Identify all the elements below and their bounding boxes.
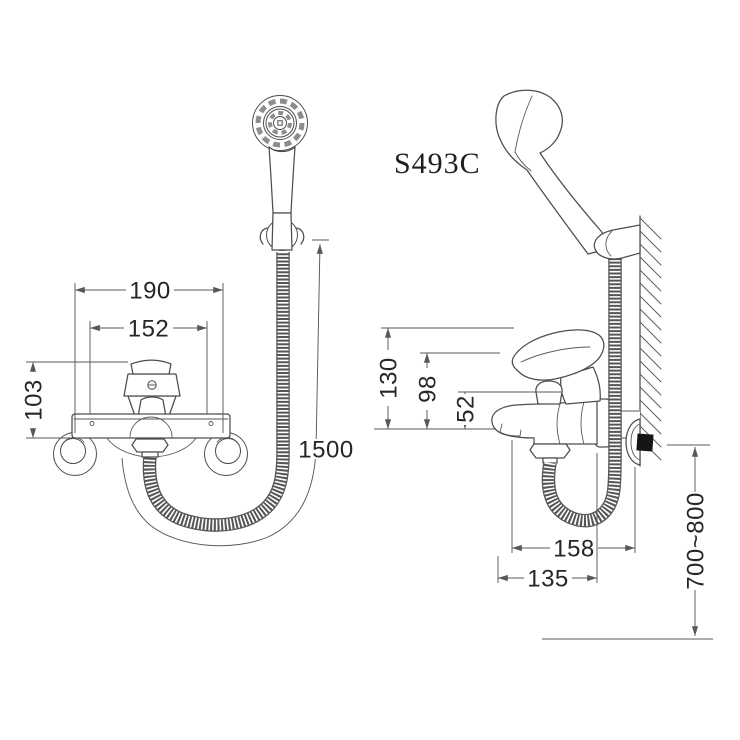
dim-label-52: 52 bbox=[452, 395, 479, 423]
dim-label-158: 158 bbox=[553, 535, 595, 562]
hand-shower-side bbox=[495, 89, 641, 260]
hand-shower-front bbox=[252, 95, 308, 251]
lever-handle-side bbox=[511, 329, 605, 381]
side-dimensions: 130 98 52 158 135 700~800 bbox=[374, 327, 713, 640]
wall-outlet bbox=[625, 418, 654, 466]
dim-label-135: 135 bbox=[527, 565, 569, 592]
mixer-side bbox=[491, 329, 612, 464]
hose-collar-front bbox=[141, 451, 159, 458]
shower-faceplate-line bbox=[514, 95, 533, 153]
shower-handle-side bbox=[495, 89, 607, 255]
outlet-escutcheon bbox=[625, 418, 641, 466]
dim-label-130: 130 bbox=[375, 357, 402, 399]
shower-handle-front bbox=[268, 146, 296, 214]
dim-label-152: 152 bbox=[128, 315, 170, 342]
model-number: S493C bbox=[394, 147, 481, 180]
handle-cap bbox=[130, 359, 172, 375]
wall-hatching bbox=[639, 217, 662, 461]
spray-ring-inner bbox=[268, 111, 292, 135]
body-screw-right bbox=[208, 421, 214, 426]
wall-flange-left bbox=[53, 432, 97, 476]
cartridge-dome bbox=[129, 416, 173, 438]
diverter-knob-side bbox=[535, 380, 563, 405]
front-view: 190 152 103 1500 bbox=[20, 95, 354, 547]
shower-holder-side bbox=[593, 224, 641, 260]
shower-hose-front bbox=[142, 252, 290, 532]
body-screw-left bbox=[89, 421, 95, 426]
side-view: 130 98 52 158 135 700~800 bbox=[374, 89, 713, 640]
shower-handle-cone bbox=[271, 212, 293, 251]
shower-hose-side bbox=[541, 258, 622, 528]
dim-label-190: 190 bbox=[129, 277, 171, 304]
mixer-front bbox=[53, 359, 248, 476]
mixer-body-front bbox=[71, 413, 231, 439]
wall-flange-right bbox=[204, 432, 248, 476]
front-dimensions: 190 152 103 1500 bbox=[20, 239, 354, 547]
dim-label-install-height: 700~800 bbox=[682, 492, 709, 590]
dim-label-98: 98 bbox=[414, 375, 441, 403]
water-inlet-block bbox=[636, 433, 654, 452]
hose-nut-side bbox=[529, 443, 571, 459]
spray-ring-outer bbox=[255, 98, 305, 148]
mixer-body-side bbox=[491, 399, 598, 445]
shower-head-center bbox=[277, 120, 283, 126]
hose-nut-front bbox=[131, 438, 169, 453]
dim-label-1500: 1500 bbox=[298, 436, 353, 463]
dim-label-103: 103 bbox=[20, 379, 47, 421]
spout-lip bbox=[499, 423, 522, 437]
